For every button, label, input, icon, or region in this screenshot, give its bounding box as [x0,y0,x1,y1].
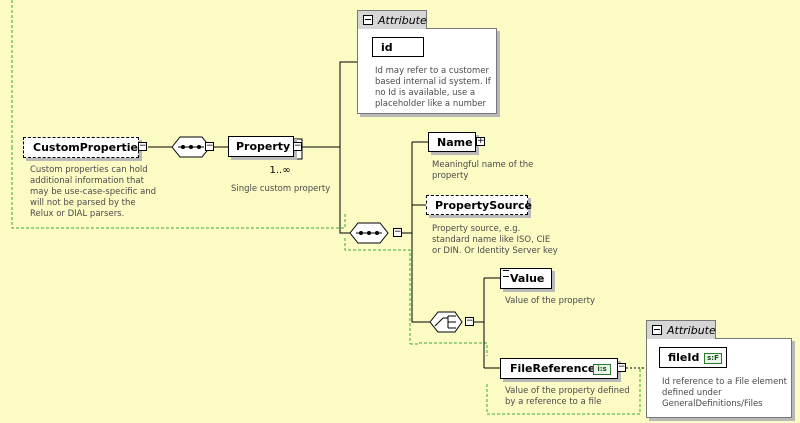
sequence-1-collapse-toggle[interactable]: − [205,141,214,151]
collapse-icon [363,15,373,25]
element-custom-properties[interactable]: CustomProperties [23,137,145,158]
sequence-2-collapse-toggle[interactable]: − [393,227,402,237]
custom-properties-group-outline [11,0,346,229]
property-source-description: Property source, e.g. standard name like… [432,224,558,256]
value-description: Value of the property [505,296,595,306]
branch-to-attr [339,61,357,147]
file-reference-description: Value of the property defined by a refer… [505,386,630,407]
property-attribute-tab[interactable]: Attribute [357,10,427,29]
sequence-compositor-2 [349,222,389,244]
element-label: CustomProperties [33,141,145,154]
custom-properties-collapse-toggle[interactable]: − [138,141,147,151]
custom-properties-description: Custom properties can hold additional in… [30,165,157,219]
property-sequence-group-outline [344,238,411,344]
attribute-file-id[interactable]: fileId s:F [659,347,727,368]
element-label: Property [236,140,291,153]
property-collapse-toggle[interactable]: − [293,141,302,151]
element-property[interactable]: Property [228,136,294,157]
file-reference-attribute-tab[interactable]: Attribute [646,320,716,339]
element-name[interactable]: Name [428,132,476,152]
file-reference-collapse-toggle[interactable]: − [617,362,626,372]
attribute-label: id [381,41,393,54]
simple-type-icon: s:F [704,353,722,364]
branch-to-seq2 [339,147,352,234]
collapse-icon [652,325,662,335]
attribute-file-id-description: Id reference to a File element defined u… [662,377,788,409]
element-label: Value [510,272,545,285]
choice-collapse-toggle[interactable]: − [465,316,474,326]
element-property-source[interactable]: PropertySource [426,195,532,215]
attribute-label: fileId [668,351,700,364]
property-cardinality: 1..∞ [269,165,291,176]
choice-compositor [429,311,463,333]
element-label: PropertySource [435,199,532,212]
attribute-id-description: Id may refer to a customer based interna… [375,66,491,109]
text-content-icon [503,270,509,277]
element-label: FileReference [510,362,596,375]
element-value[interactable]: Value [500,268,552,289]
branch2 [411,142,430,323]
sequence-compositor-1 [171,136,211,158]
element-label: Name [437,136,473,149]
attribute-id[interactable]: id [372,37,424,57]
property-description: Single custom property [231,184,331,194]
choice-group-outline [410,342,488,356]
name-description: Meaningful name of the property [432,160,534,181]
simple-type-icon: i:s [593,364,611,375]
name-expand-toggle[interactable]: + [476,136,485,146]
element-file-reference[interactable]: FileReference i:s [500,358,618,379]
